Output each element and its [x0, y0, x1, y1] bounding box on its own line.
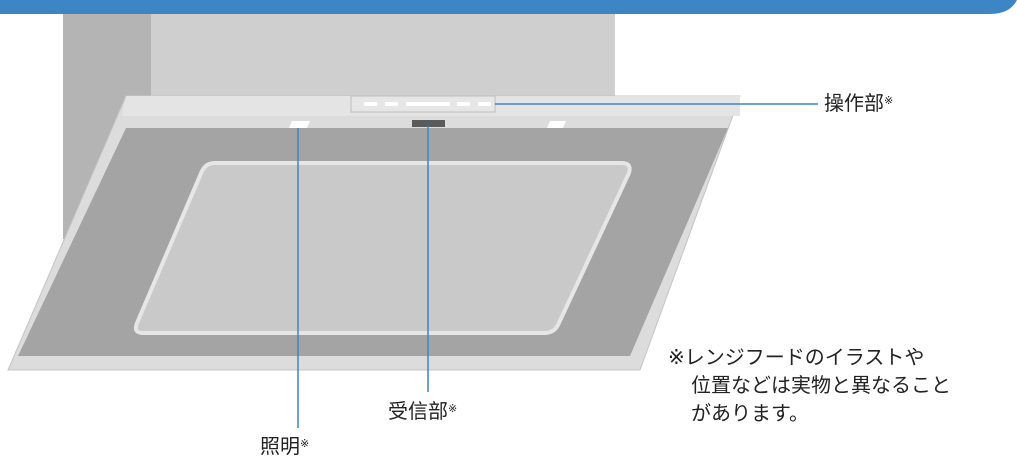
light-right	[547, 121, 566, 128]
label-control-panel-text: 操作部	[824, 91, 884, 115]
label-light-text: 照明	[260, 434, 300, 458]
label-light: 照明※	[260, 434, 309, 458]
label-receiver: 受信部※	[388, 399, 457, 423]
note-line-2: 位置などは実物と異なること	[691, 373, 951, 397]
control-panel	[350, 95, 496, 113]
light-left	[289, 121, 310, 128]
label-control-panel-mark: ※	[884, 94, 894, 107]
note-line-1: ※レンジフードのイラストや	[668, 345, 925, 369]
note-line-3: があります。	[691, 401, 809, 425]
label-receiver-mark: ※	[448, 402, 458, 415]
header-accent-bar	[0, 0, 1017, 14]
label-control-panel: 操作部※	[824, 91, 893, 115]
receiver-sensor	[412, 120, 445, 127]
illustration-note: ※レンジフードのイラストや 位置などは実物と異なること があります。	[668, 343, 951, 427]
label-light-mark: ※	[300, 437, 310, 450]
hood-filter	[133, 161, 632, 335]
label-receiver-text: 受信部	[388, 399, 448, 423]
